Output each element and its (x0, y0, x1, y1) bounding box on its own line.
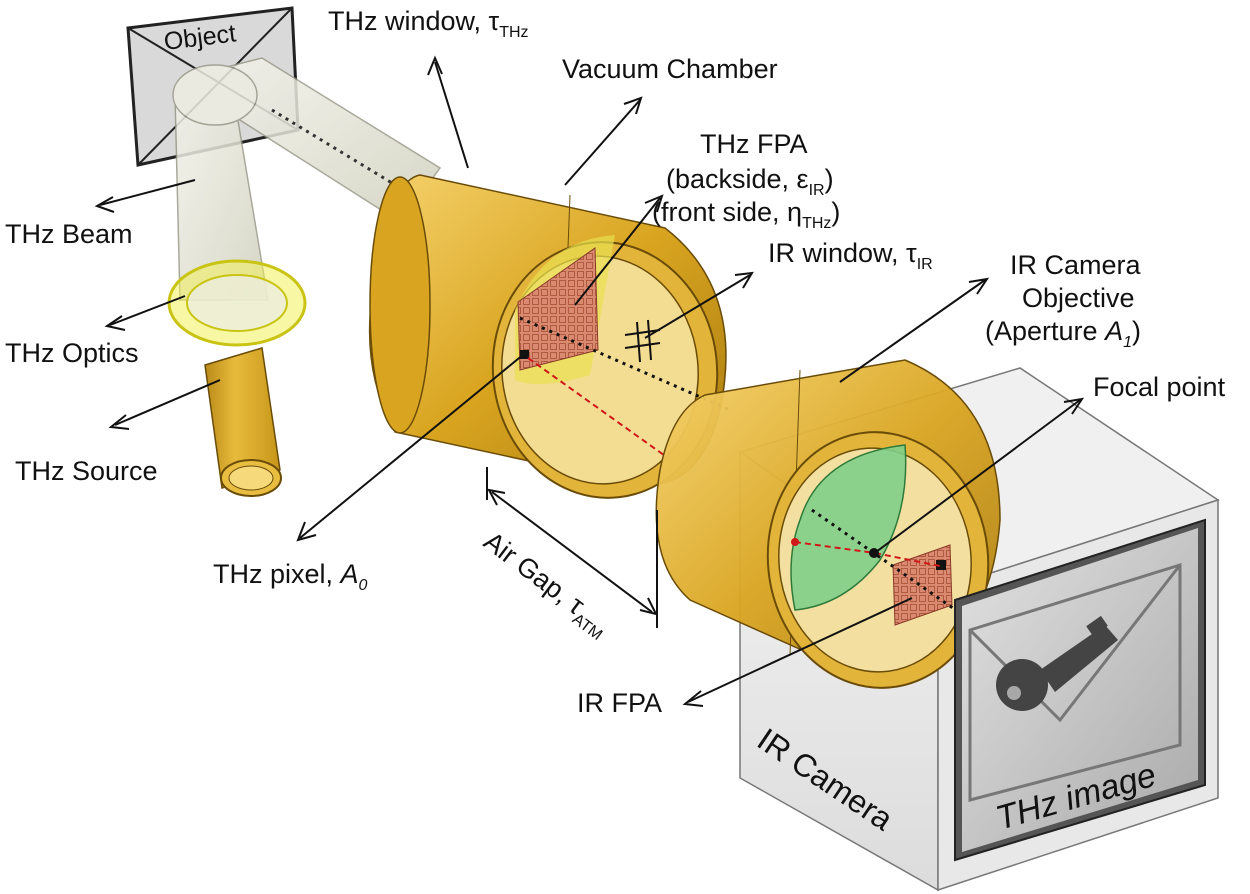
label-thz-optics: THz Optics (5, 338, 139, 368)
thz-image-panel (954, 518, 1206, 862)
ray-line (527, 357, 669, 459)
thz-optics-lens (167, 259, 307, 347)
label-thz-source: THz Source (15, 456, 158, 486)
envelope-icon (968, 562, 1182, 802)
label-ir-cam-obj-3: (Aperture A1) (985, 316, 1141, 351)
label-ir-window: IR window, τIR (768, 238, 933, 273)
leader-lines (94, 55, 1085, 707)
label-ir-cam-obj-2: Objective (1022, 283, 1135, 313)
label-thz-window: THz window, τTHz (328, 6, 529, 41)
thz-beam (172, 57, 442, 301)
label-ir-fpa: IR FPA (577, 688, 662, 718)
label-thz-fpa-title: THz FPA (700, 129, 808, 159)
label-focal-point: Focal point (1093, 372, 1226, 402)
ir-camera-objective (655, 359, 1001, 689)
label-thz-pixel: THz pixel, A0 (213, 559, 368, 594)
label-thz-fpa-front: (front side, ηTHz) (652, 197, 840, 232)
label-vacuum-chamber: Vacuum Chamber (562, 54, 778, 84)
label-ir-cam-obj-1: IR Camera (1010, 250, 1142, 280)
thz-source-tube (204, 347, 282, 497)
focal-point-marker (869, 548, 879, 558)
label-air-gap: Air Gap, τATM (475, 526, 616, 644)
key-icon (996, 615, 1118, 711)
thz-pixel-marker (520, 350, 529, 359)
label-thz-beam: THz Beam (5, 219, 133, 249)
label-thz-fpa-back: (backside, εIR) (666, 164, 834, 199)
